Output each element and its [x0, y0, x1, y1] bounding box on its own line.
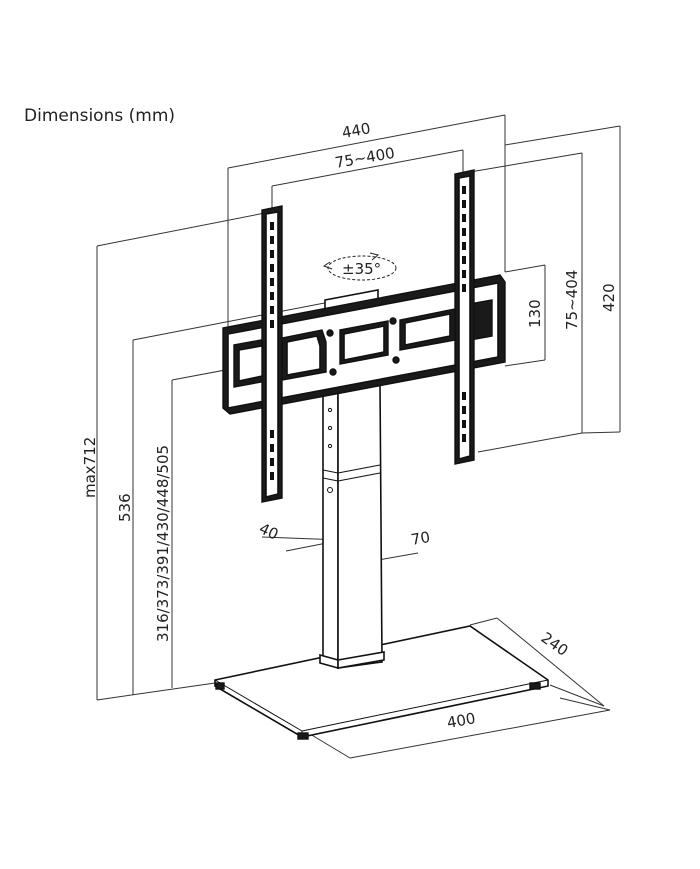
label-vesa-vertical: 75~404 [563, 270, 581, 330]
vertical-arm-right [454, 169, 475, 465]
column [319, 383, 385, 670]
rotation-arrow-right-icon [369, 252, 380, 261]
rotation-arrow-left-icon [322, 261, 333, 270]
label-rotation: ±35° [342, 260, 381, 278]
base-plate [214, 625, 549, 740]
label-420: 420 [600, 283, 618, 312]
label-height-options: 316/373/391/430/448/505 [154, 445, 172, 642]
mounting-plate [222, 274, 506, 415]
vertical-arm-left [261, 205, 283, 503]
label-440: 440 [341, 119, 372, 142]
label-400: 400 [446, 709, 477, 732]
diagram-title: Dimensions (mm) [24, 106, 176, 126]
label-max-height: max712 [81, 437, 99, 498]
label-130: 130 [526, 299, 544, 328]
label-vesa-horizontal: 75~400 [334, 144, 397, 172]
label-40: 40 [256, 519, 281, 543]
label-536: 536 [116, 493, 134, 522]
rotation-indicator [322, 252, 397, 281]
label-70: 70 [410, 528, 432, 549]
